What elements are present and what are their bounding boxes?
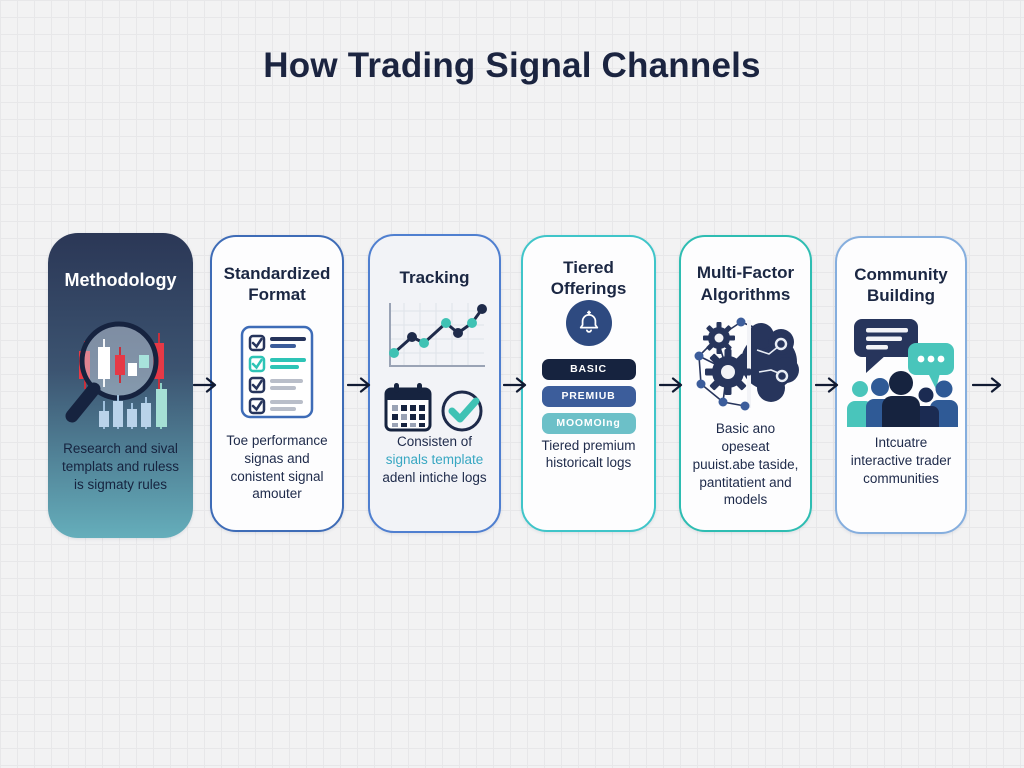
card-standardized-format: Standardized Format xyxy=(210,235,344,532)
chat-people-icon xyxy=(837,312,965,434)
magnifier-candlestick-icon xyxy=(48,307,193,440)
card-tracking: Tracking xyxy=(368,234,501,533)
tier-badge-moom: MOOMOIng xyxy=(541,412,636,434)
card-description: Basic ano opeseat puuist.abe taside, pan… xyxy=(692,421,799,508)
card-description: Consisten of signals template adenl inti… xyxy=(370,433,499,509)
card-description: Toe performance signas and conistent sig… xyxy=(226,433,328,502)
calendar-check-icon xyxy=(384,383,482,432)
card-title: Methodology xyxy=(64,269,177,290)
page-title: How Trading Signal Channels xyxy=(263,46,761,85)
bell-icon xyxy=(565,299,612,346)
tier-badge-basic: BASIC xyxy=(541,358,636,380)
arrow-right-icon xyxy=(502,376,533,394)
card-multi-factor-algorithms: Multi-Factor Algorithms xyxy=(679,235,812,532)
card-title: Tiered Offerings xyxy=(550,258,627,299)
card-title: Multi-Factor Algorithms xyxy=(696,263,795,304)
card-tiered-offerings: Tiered Offerings BASIC PREMIUB MOOMOIng … xyxy=(521,235,656,532)
arrow-right-icon xyxy=(658,376,689,394)
brain-gears-icon xyxy=(681,310,810,420)
card-title: Tracking xyxy=(399,267,470,287)
desc-part-teal: signals template xyxy=(385,451,484,467)
arrow-right-icon xyxy=(971,376,1002,394)
card-description: Research and sival templats and ruless i… xyxy=(61,441,180,492)
card-methodology: Methodology xyxy=(48,233,193,538)
checklist-icon xyxy=(212,311,342,432)
desc-part-dark: Consisten of xyxy=(396,434,473,449)
card-community-building: Community Building xyxy=(835,236,967,534)
arrow-right-icon xyxy=(346,376,377,394)
tier-badge-premium: PREMIUB xyxy=(541,385,636,407)
card-title: Standardized Format xyxy=(223,263,331,304)
arrow-right-icon xyxy=(814,376,845,394)
card-description: Intcuatre interactive trader communities xyxy=(850,435,952,486)
card-title: Community Building xyxy=(854,264,948,305)
arrow-right-icon xyxy=(192,376,223,394)
line-chart-icon xyxy=(388,303,487,367)
desc-part-dark: adenl intiche logs xyxy=(382,469,487,485)
card-description: Tiered premium historicalt logs xyxy=(541,437,636,471)
line-chart-calendar-check-icon xyxy=(370,299,499,433)
